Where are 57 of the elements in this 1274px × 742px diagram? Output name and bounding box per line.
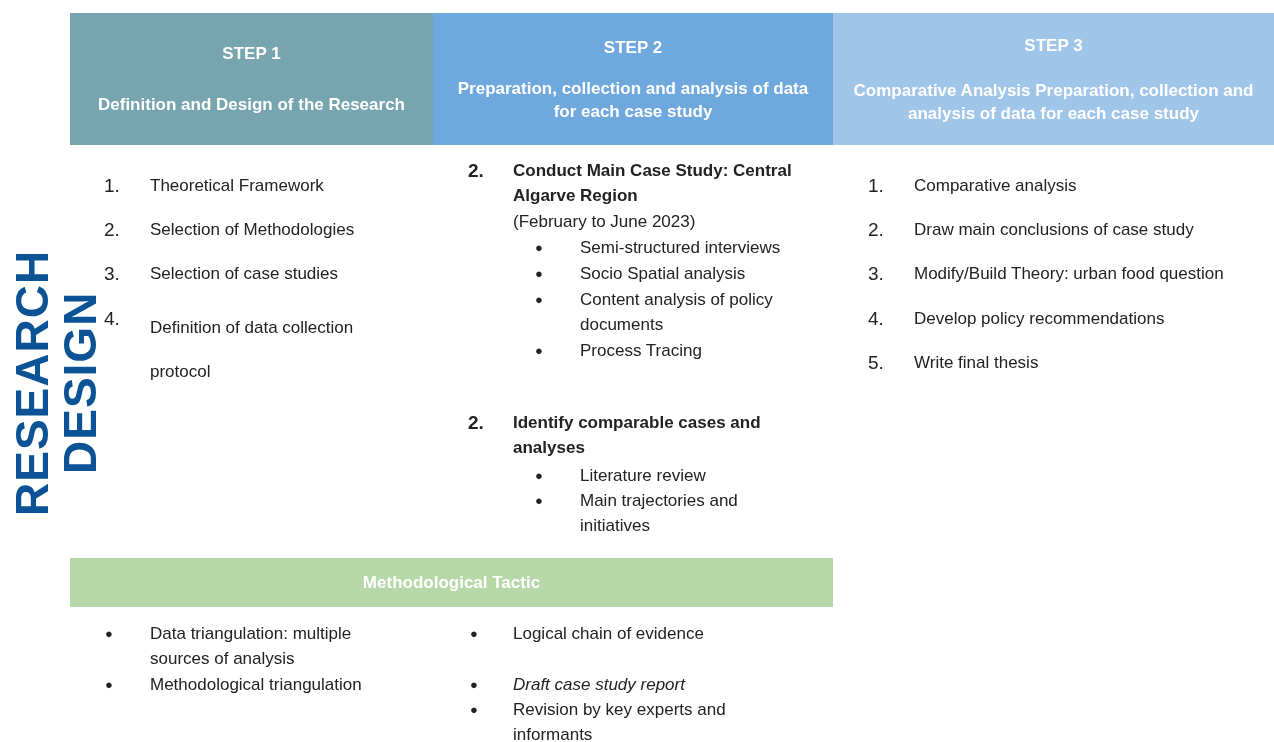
list-number: 3. bbox=[868, 262, 885, 286]
list-item: Revision by key experts and informants bbox=[513, 699, 727, 742]
step-number: STEP 3 bbox=[1024, 34, 1083, 57]
step-title: Definition and Design of the Research bbox=[98, 94, 405, 116]
bullet: ● bbox=[105, 625, 114, 643]
list-item: (February to June 2023) bbox=[513, 211, 697, 233]
list-item: Process Tracing bbox=[580, 340, 703, 362]
list-number: 2. bbox=[868, 218, 885, 242]
step-header bbox=[70, 13, 433, 145]
bullet: ● bbox=[535, 239, 544, 257]
list-item: Content analysis of policy documents bbox=[580, 289, 774, 336]
list-item: Definition of data collection protocol bbox=[150, 317, 355, 383]
list-item: Theoretical Framework bbox=[150, 175, 325, 197]
bullet: ● bbox=[470, 701, 479, 719]
list-item: Methodological triangulation bbox=[150, 674, 363, 696]
list-number: 2. bbox=[468, 159, 485, 183]
bullet: ● bbox=[535, 467, 544, 485]
list-number: 4. bbox=[868, 307, 885, 331]
list-item: Selection of Methodologies bbox=[150, 219, 356, 241]
bullet: ● bbox=[535, 291, 544, 309]
bullet: ● bbox=[535, 265, 544, 283]
step-number: STEP 1 bbox=[222, 43, 281, 65]
list-item: Draw main conclusions of case study bbox=[914, 219, 1195, 241]
side-title: RESEARCH DESIGN bbox=[8, 248, 104, 518]
step-title: Preparation, collection and analysis of data for each case study bbox=[456, 77, 810, 123]
list-item: Comparative analysis bbox=[914, 175, 1078, 197]
step-title: Methodological Tactic bbox=[362, 572, 541, 594]
list-item: Draft case study report bbox=[513, 674, 687, 696]
step-number: STEP 2 bbox=[603, 36, 663, 59]
step-title: Comparative Analysis Preparation, collection and analysis of data for each case study bbox=[852, 79, 1255, 125]
item-heading: Conduct Main Case Study: Central Algarve Region bbox=[513, 160, 793, 207]
list-item: Write final thesis bbox=[914, 352, 1040, 374]
list-number: 4. bbox=[104, 307, 121, 331]
bullet: ● bbox=[470, 625, 479, 643]
list-number: 1. bbox=[104, 174, 121, 198]
list-item: Logical chain of evidence bbox=[513, 623, 705, 645]
list-number: 2. bbox=[104, 218, 121, 242]
list-item: Semi-structured interviews bbox=[580, 237, 782, 259]
bullet: ● bbox=[105, 676, 114, 694]
list-item: Selection of case studies bbox=[150, 263, 340, 285]
list-item: Socio Spatial analysis bbox=[580, 263, 747, 285]
bullet: ● bbox=[470, 676, 479, 694]
bullet: ● bbox=[535, 342, 544, 360]
step-header bbox=[833, 13, 1274, 145]
step-header bbox=[433, 13, 833, 145]
list-item: Main trajectories and initiatives bbox=[580, 490, 739, 537]
list-number: 2. bbox=[468, 411, 485, 435]
list-number: 1. bbox=[868, 174, 885, 198]
list-item: Develop policy recommendations bbox=[914, 308, 1166, 330]
bullet: ● bbox=[535, 492, 544, 510]
list-number: 5. bbox=[868, 351, 885, 375]
list-item: Modify/Build Theory: urban food question bbox=[914, 263, 1225, 285]
list-number: 3. bbox=[104, 262, 121, 286]
list-item: Literature review bbox=[580, 465, 707, 487]
list-item: Data triangulation: multiple sources of analysis bbox=[150, 623, 353, 670]
section-band bbox=[70, 558, 833, 607]
item-heading: Identify comparable cases and analyses bbox=[513, 412, 762, 459]
